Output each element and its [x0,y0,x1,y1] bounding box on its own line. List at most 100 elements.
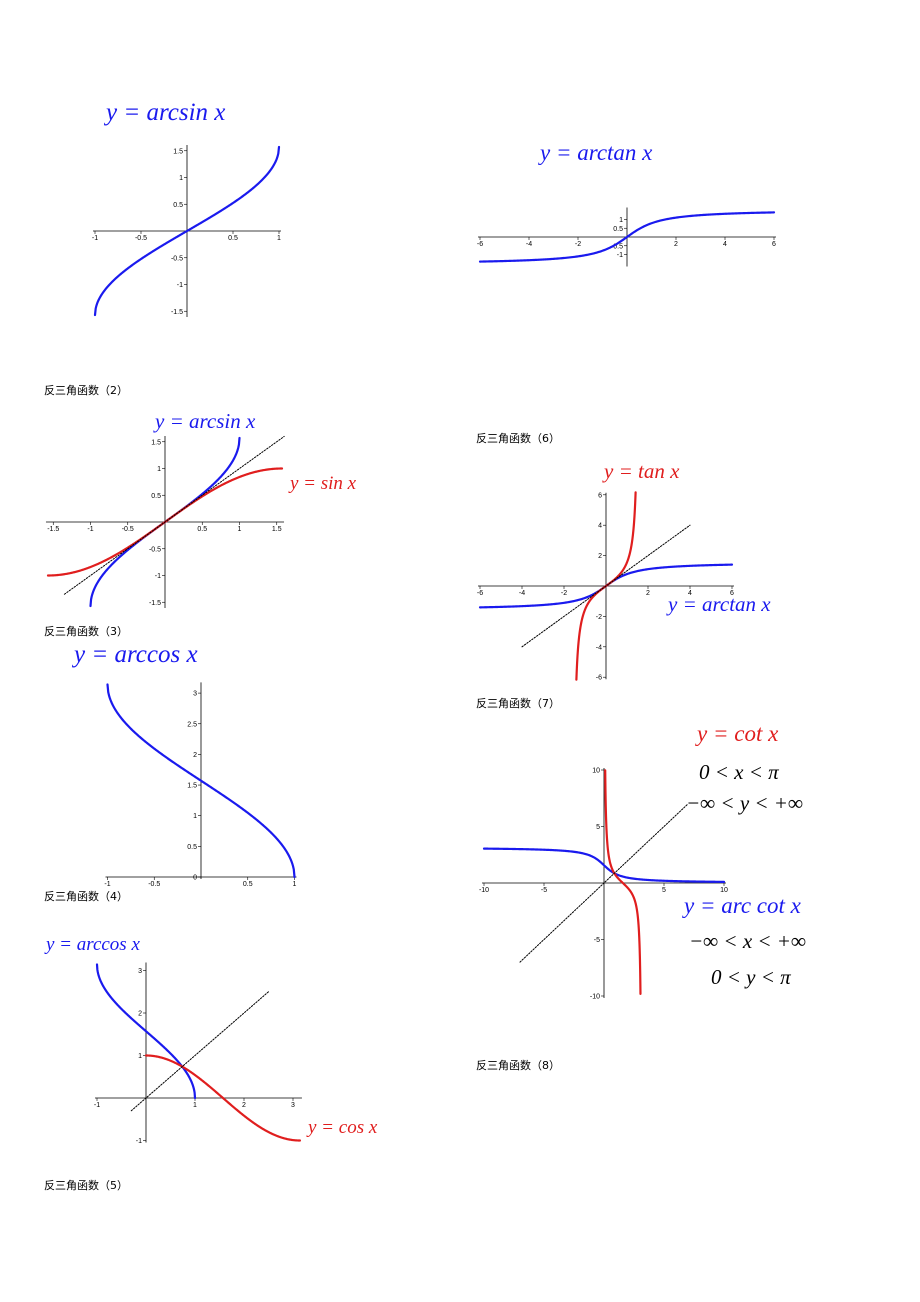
x-tick-label: 1 [277,235,281,242]
y-tick-label: 0.5 [173,202,183,209]
label-cot-domain: 0 < x < π [699,760,779,784]
y-tick-label: -1 [617,252,623,259]
x-tick-label: 1.5 [272,526,282,533]
y-tick-label: 1.5 [173,148,183,155]
x-tick-label: -1 [104,881,110,888]
x-tick-label: 1 [238,526,242,533]
x-tick-label: 0.5 [197,526,207,533]
x-tick-label: -2 [561,590,567,597]
y-tick-label: 0.5 [613,226,623,233]
caption-4: 反三角函数（4） [44,890,128,903]
x-tick-label: 1 [293,881,297,888]
x-tick-label: 5 [662,887,666,894]
y-tick-label: -1 [155,573,161,580]
y-tick-label: -0.5 [149,546,161,553]
series-identity-dotted-line [63,435,285,595]
label-arccot: y = arc cot x [682,893,802,918]
y-tick-label: -0.5 [171,255,183,262]
x-tick-label: 4 [723,241,727,248]
x-tick-label: -5 [541,887,547,894]
series-cos-curve [144,1054,302,1142]
x-tick-label: -1 [92,235,98,242]
label-arccos-title: y = arccos x [71,641,198,668]
caption-5: 反三角函数（5） [44,1179,128,1192]
label-cos: y = cos x [306,1117,378,1138]
y-tick-label: 0.5 [187,844,197,851]
x-tick-label: 4 [688,590,692,597]
label-tan: y = tan x [602,459,680,483]
series-identity-dotted-line [519,803,689,963]
label-arccot-domain: −∞ < x < +∞ [689,929,806,953]
series-arcsin-curve [93,145,281,317]
series-arccos-curve [106,683,296,879]
label-sin: y = sin x [288,473,357,494]
chart-arccot-cot: y = cot x 0 < x < π −∞ < y < +∞ y = arc … [479,721,806,1001]
x-tick-label: 6 [772,241,776,248]
y-tick-label: -1.5 [171,309,183,316]
label-cot-range: −∞ < y < +∞ [686,791,803,815]
label-arccos-2: y = arccos x [44,934,140,955]
y-tick-label: -0.5 [611,243,623,250]
caption-3: 反三角函数（3） [44,625,128,638]
y-tick-label: -10 [590,994,600,1001]
y-tick-label: 3 [193,691,197,698]
x-tick-label: -4 [519,590,525,597]
y-tick-label: 10 [592,768,600,775]
caption-7: 反三角函数（7） [476,697,560,710]
y-tick-label: 2 [193,752,197,759]
caption-2: 反三角函数（2） [44,384,128,397]
y-tick-label: -5 [594,937,600,944]
chart-arcsin-sin: y = arcsin x y = sin x -1.5 -1 -0.5 0.5 1 1.5… [45,409,357,609]
series-arctan-curve [478,211,776,263]
y-tick-label: 1 [193,813,197,820]
label-arcsin-2: y = arcsin x [153,409,256,433]
x-tick-label: -6 [477,590,483,597]
x-tick-label: 6 [730,590,734,597]
x-tick-label: -4 [526,241,532,248]
y-tick-label: 2 [598,553,602,560]
x-tick-label: -1 [94,1102,100,1109]
x-tick-label: 10 [720,887,728,894]
x-tick-label: -6 [477,241,483,248]
label-cot: y = cot x [695,721,779,746]
y-tick-label: 2.5 [187,721,197,728]
y-tick-label: 1 [619,217,623,224]
y-tick-label: 6 [598,492,602,499]
label-arcsin-title: y = arcsin x [103,99,225,126]
x-tick-label: 0.5 [228,235,238,242]
x-tick-label: -2 [575,241,581,248]
label-arctan-title: y = arctan x [538,140,653,165]
x-tick-label: 0.5 [243,881,253,888]
x-tick-label: 2 [646,590,650,597]
series-identity-dotted-line [521,524,691,648]
x-tick-label: -10 [479,887,489,894]
y-tick-label: 0 [193,875,197,882]
y-tick-label: 3 [138,968,142,975]
y-tick-label: -1 [177,282,183,289]
y-tick-label: 1 [179,175,183,182]
label-arctan-2: y = arctan x [666,592,771,616]
y-tick-label: 0.5 [151,493,161,500]
y-tick-label: 1 [138,1053,142,1060]
label-arccot-range: 0 < y < π [711,965,791,989]
y-tick-label: -1 [136,1138,142,1145]
y-tick-label: 1.5 [151,439,161,446]
series-identity-dotted-line [130,991,269,1112]
caption-6: 反三角函数（6） [476,432,560,445]
y-tick-label: -1.5 [149,600,161,607]
x-tick-label: -0.5 [122,526,134,533]
x-tick-label: 3 [291,1102,295,1109]
y-tick-label: -6 [596,675,602,682]
x-tick-label: -0.5 [148,881,160,888]
series-arccos-curve [95,963,197,1100]
y-tick-label: -2 [596,614,602,621]
y-tick-label: 2 [138,1011,142,1018]
y-tick-label: 4 [598,523,602,530]
x-tick-label: 1 [193,1102,197,1109]
series-cot-curve [604,769,642,995]
